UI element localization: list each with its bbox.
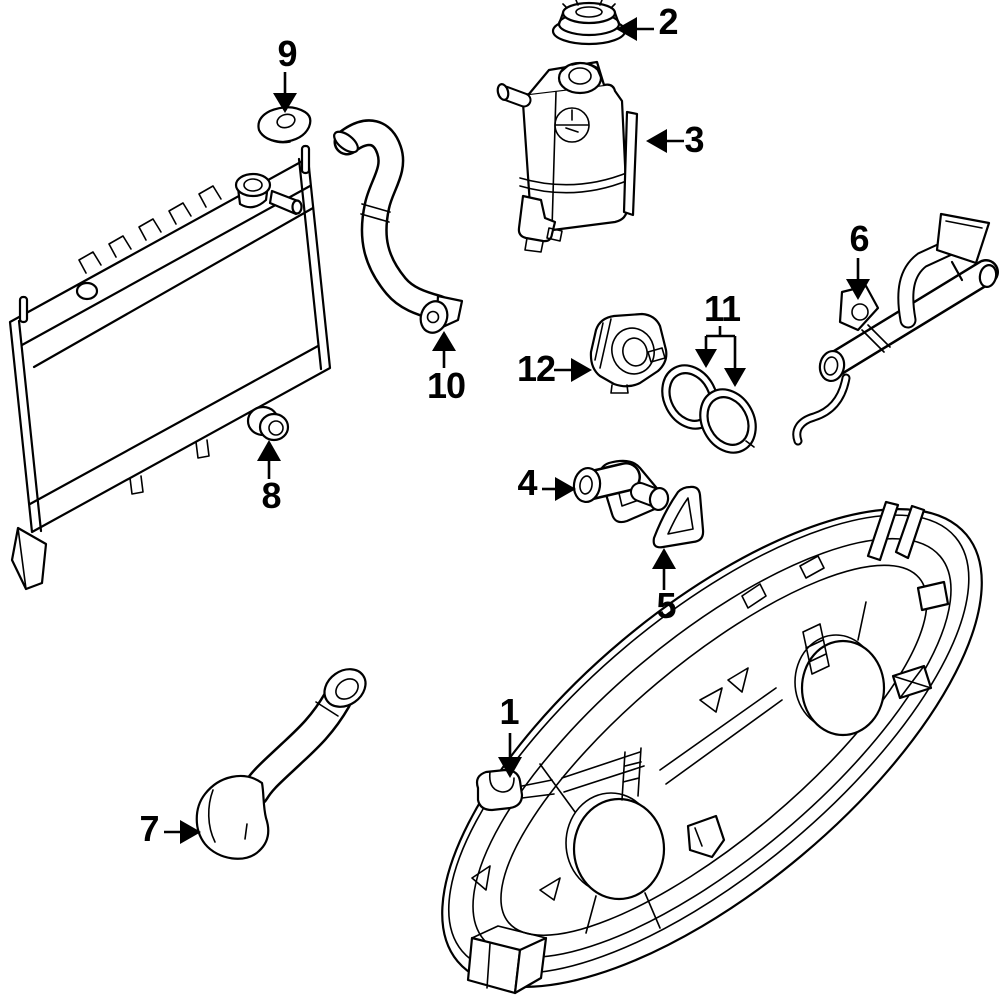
callout-label-5[interactable]: 5 <box>656 585 676 626</box>
callout-arrow-3 <box>646 129 684 153</box>
upper-radiator-hose <box>331 128 462 336</box>
callout-label-1[interactable]: 1 <box>499 691 519 732</box>
callout-label-3[interactable]: 3 <box>684 119 704 160</box>
callout-arrow-6 <box>846 258 870 300</box>
radiator-grommet <box>248 407 288 440</box>
callout-arrow-5 <box>652 548 676 590</box>
callout-arrow-4 <box>542 477 576 501</box>
radiator <box>10 146 330 589</box>
callout-label-9[interactable]: 9 <box>277 33 297 74</box>
water-pipe <box>797 214 998 441</box>
callout-label-11[interactable]: 11 <box>703 288 741 329</box>
callout-arrow-10 <box>432 331 456 368</box>
callout-arrow-1 <box>498 733 522 778</box>
fan-shroud <box>368 427 1000 995</box>
callout-arrow-8 <box>257 440 281 479</box>
callout-label-4[interactable]: 4 <box>517 462 537 503</box>
callout-label-12[interactable]: 12 <box>516 348 556 389</box>
o-rings <box>652 356 767 463</box>
callout-arrow-11 <box>695 326 746 387</box>
reservoir-cap <box>553 0 625 44</box>
lower-radiator-hose <box>197 661 373 858</box>
callout-arrow-2 <box>616 17 654 41</box>
callout-label-10[interactable]: 10 <box>426 365 466 406</box>
callout-label-6[interactable]: 6 <box>849 218 869 259</box>
thermostat-housing-cover <box>591 314 666 393</box>
callout-arrow-12 <box>554 358 592 382</box>
callout-label-7[interactable]: 7 <box>139 808 159 849</box>
coolant-reservoir <box>496 62 637 252</box>
thermostat-gasket <box>654 487 703 547</box>
thermostat <box>572 461 670 522</box>
callout-arrow-7 <box>164 820 201 844</box>
callout-arrows <box>164 17 870 844</box>
callout-label-8[interactable]: 8 <box>261 475 281 516</box>
callout-label-2[interactable]: 2 <box>658 1 678 42</box>
mount-pad <box>258 107 310 142</box>
callout-arrow-9 <box>273 72 297 113</box>
